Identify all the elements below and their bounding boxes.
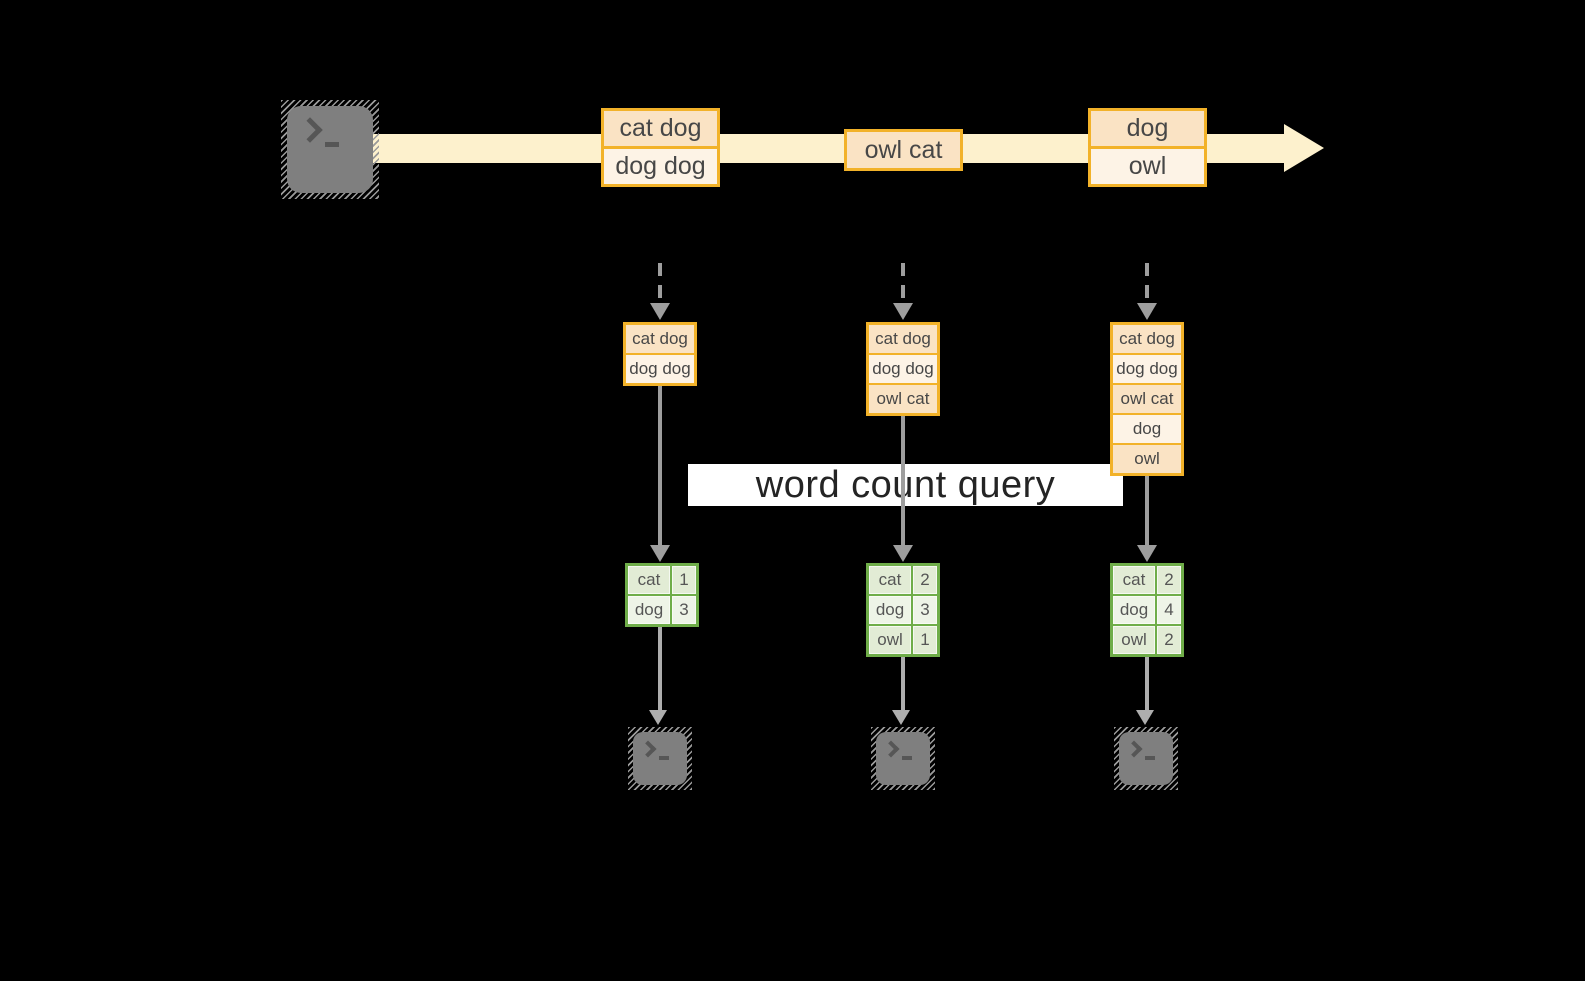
trigger-arrowhead-1 xyxy=(650,303,670,320)
output-arrow-line-2 xyxy=(901,657,905,712)
terminal-screen xyxy=(876,732,930,785)
count-cell: 1 xyxy=(670,566,696,594)
query-arrowhead-3 xyxy=(1137,545,1157,562)
word-cell: dog xyxy=(628,596,670,624)
wordcount-table-2: cat 2 dog 3 owl 1 xyxy=(866,563,940,657)
query-arrow-line-1 xyxy=(658,386,662,547)
stream-event: owl cat xyxy=(847,132,960,168)
microbatch-input-list-3: cat dog dog dog owl cat dog owl xyxy=(1110,322,1184,476)
prompt-chevron-icon xyxy=(297,117,323,143)
terminal-screen xyxy=(633,732,687,785)
input-line: cat dog xyxy=(626,325,694,353)
terminal-screen xyxy=(1119,732,1173,785)
output-sink-terminal-icon-2 xyxy=(871,727,935,790)
output-arrow-line-3 xyxy=(1145,657,1149,712)
table-row: dog 3 xyxy=(869,594,937,624)
input-line: owl xyxy=(1113,443,1181,473)
microbatch-input-list-1: cat dog dog dog xyxy=(623,322,697,386)
table-row: cat 2 xyxy=(869,566,937,594)
word-cell: cat xyxy=(1113,566,1155,594)
word-cell: cat xyxy=(628,566,670,594)
prompt-underscore-icon xyxy=(659,756,669,760)
input-line: dog dog xyxy=(1113,353,1181,383)
output-arrow-line-1 xyxy=(658,627,662,712)
trigger-arrow-line-3 xyxy=(1145,263,1149,305)
count-cell: 2 xyxy=(1155,566,1181,594)
word-cell: owl xyxy=(1113,626,1155,654)
input-line: dog dog xyxy=(869,353,937,383)
timeline-batch-2: owl cat xyxy=(844,129,963,171)
trigger-arrow-line-2 xyxy=(901,263,905,305)
timeline-batch-1: cat dog dog dog xyxy=(601,108,720,187)
prompt-chevron-icon xyxy=(639,740,657,758)
wordcount-table-1: cat 1 dog 3 xyxy=(625,563,699,627)
prompt-chevron-icon xyxy=(1125,740,1143,758)
wordcount-table-3: cat 2 dog 4 owl 2 xyxy=(1110,563,1184,657)
query-arrow-line-3 xyxy=(1145,476,1149,547)
table-row: cat 1 xyxy=(628,566,696,594)
table-row: dog 3 xyxy=(628,594,696,624)
table-row: owl 2 xyxy=(1113,624,1181,654)
trigger-arrow-line-1 xyxy=(658,263,662,305)
count-cell: 4 xyxy=(1155,596,1181,624)
query-arrowhead-2 xyxy=(893,545,913,562)
trigger-arrowhead-3 xyxy=(1137,303,1157,320)
count-cell: 1 xyxy=(911,626,937,654)
input-line: owl cat xyxy=(869,383,937,413)
input-line: dog xyxy=(1113,413,1181,443)
count-cell: 3 xyxy=(911,596,937,624)
table-row: dog 4 xyxy=(1113,594,1181,624)
output-arrowhead-1 xyxy=(649,710,667,725)
trigger-arrowhead-2 xyxy=(893,303,913,320)
prompt-underscore-icon xyxy=(902,756,912,760)
count-cell: 3 xyxy=(670,596,696,624)
prompt-underscore-icon xyxy=(325,142,339,147)
microbatch-input-list-2: cat dog dog dog owl cat xyxy=(866,322,940,416)
stream-event: cat dog xyxy=(604,111,717,146)
query-label-banner: word count query xyxy=(688,464,1123,506)
input-line: cat dog xyxy=(869,325,937,353)
output-sink-terminal-icon-3 xyxy=(1114,727,1178,790)
query-arrowhead-1 xyxy=(650,545,670,562)
output-arrowhead-3 xyxy=(1136,710,1154,725)
word-cell: cat xyxy=(869,566,911,594)
terminal-screen xyxy=(287,106,373,193)
input-line: cat dog xyxy=(1113,325,1181,353)
event-stream-arrowhead-icon xyxy=(1284,124,1324,172)
query-arrow-line-2 xyxy=(901,416,905,547)
stream-source-terminal-icon xyxy=(281,100,379,199)
table-row: owl 1 xyxy=(869,624,937,654)
input-line: dog dog xyxy=(626,353,694,383)
timeline-batch-3: dog owl xyxy=(1088,108,1207,187)
count-cell: 2 xyxy=(1155,626,1181,654)
word-cell: dog xyxy=(1113,596,1155,624)
stream-event: owl xyxy=(1091,146,1204,184)
input-line: owl cat xyxy=(1113,383,1181,413)
prompt-chevron-icon xyxy=(882,740,900,758)
table-row: cat 2 xyxy=(1113,566,1181,594)
stream-event: dog xyxy=(1091,111,1204,146)
prompt-underscore-icon xyxy=(1145,756,1155,760)
output-sink-terminal-icon-1 xyxy=(628,727,692,790)
word-cell: dog xyxy=(869,596,911,624)
stream-event: dog dog xyxy=(604,146,717,184)
word-cell: owl xyxy=(869,626,911,654)
count-cell: 2 xyxy=(911,566,937,594)
query-label: word count query xyxy=(755,463,1056,506)
output-arrowhead-2 xyxy=(892,710,910,725)
